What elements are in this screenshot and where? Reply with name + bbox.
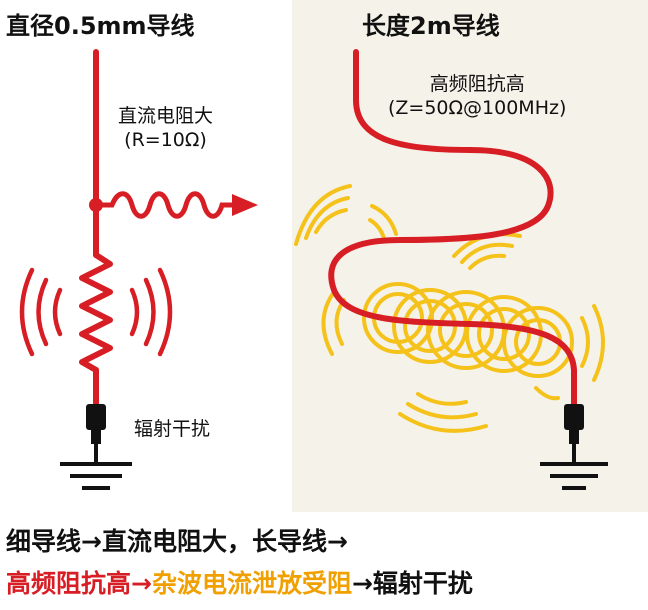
caption-current-blocked: 杂波电流泄放受阻 [151, 569, 352, 598]
left-ground-label: 辐射干扰 [134, 418, 211, 440]
right-title: 长度2m导线 [362, 12, 500, 40]
right-note-line1: 高频阻抗高 [429, 73, 525, 95]
resistor-zigzag [79, 252, 113, 373]
left-note: 直流电阻大 (R=10Ω) [118, 104, 213, 152]
left-wire [79, 49, 113, 411]
left-note-line2: (R=10Ω) [124, 129, 207, 151]
right-wire [328, 49, 577, 411]
radiation-arcs-red [19, 267, 173, 357]
diagram-artwork [19, 49, 608, 490]
left-ground-symbol [60, 404, 132, 490]
left-title: 直径0.5mm导线 [6, 12, 195, 40]
radiation-arcs-yellow [294, 184, 605, 433]
caption-radiation: →辐射干扰 [351, 569, 473, 598]
wavy-arrow [93, 191, 258, 219]
right-ground-symbol [540, 404, 608, 490]
caption-arrow: → [131, 569, 152, 598]
right-note: 高频阻抗高 (Z=50Ω@100MHz) [388, 72, 566, 120]
caption-line2: 高频阻抗高→杂波电流泄放受阻→辐射干扰 [6, 564, 473, 600]
caption-high-impedance: 高频阻抗高 [6, 569, 132, 598]
left-note-line1: 直流电阻大 [118, 105, 214, 127]
right-note-line2: (Z=50Ω@100MHz) [388, 97, 567, 119]
caption-line1: 细导线→直流电阻大，长导线→ [6, 527, 348, 556]
